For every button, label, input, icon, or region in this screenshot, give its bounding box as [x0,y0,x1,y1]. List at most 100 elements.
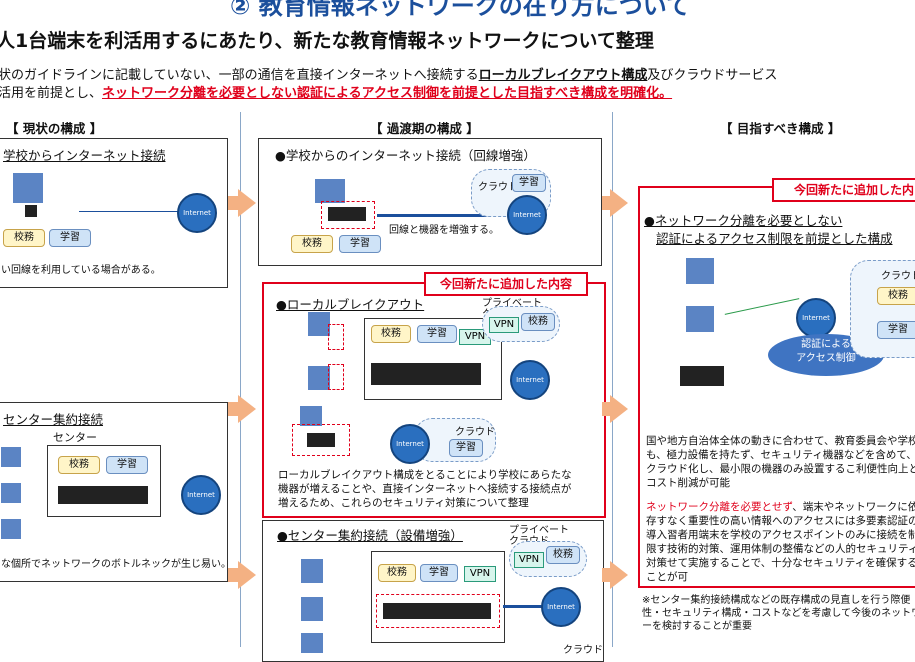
cloud-label: クラウド [478,182,518,193]
gakushu-db: 学習 [49,229,91,247]
column-header-current: 【 現状の構成 】 [6,121,103,136]
internet-globe-icon: Internet [510,360,550,400]
private-cloud-shape: VPN 校務 [482,306,560,342]
arrow-right-icon [610,561,628,589]
network-line [377,214,503,217]
gakushu-db: 学習 [106,456,148,474]
description-line-1: 状のガイドラインに記載していない、一部の通信を直接インターネットへ接続するローカ… [0,64,777,83]
center-label: センター [53,431,97,444]
red-emphasis: ネットワーク分離を必要とせず [646,501,793,513]
column-divider [612,112,613,647]
school-building-icon [301,633,323,653]
arrow-right [228,402,238,416]
box-heading: ●ローカルブレイクアウト [276,297,425,312]
internet-globe-icon: Internet [796,298,836,338]
koumu-db: 校務 [521,313,555,331]
school-building-icon [300,406,322,426]
school-building-icon [1,519,21,539]
breakout-device-box [292,424,350,456]
arrow-right [228,568,238,582]
koumu-db: 校務 [877,287,915,305]
arrow-right-icon [610,395,628,423]
arrow-right-icon [238,189,256,217]
current-school-direct-box: 学校からインターネット接続 校務 学習 Internet い回線を利用している場… [0,138,228,288]
koumu-db: 校務 [371,325,411,343]
internet-globe-icon: Internet [177,193,217,233]
box-heading: 学校からインターネット接続 [3,148,166,163]
vpn-badge: VPN [464,566,496,582]
koumu-db: 校務 [3,229,45,247]
desc-highlight: ネットワーク分離を必要としない認証によるアクセス制御を前提とした目指すべき構成を… [102,86,673,101]
box-heading: 認証によるアクセス制限を前提とした構成 [656,231,893,246]
center-facility: 校務 学習 VPN [364,318,502,400]
gakushu-db: 学習 [339,235,381,253]
koumu-db: 校務 [291,235,333,253]
arrow-right [228,196,238,210]
column-divider [240,112,241,647]
school-building-icon [308,312,330,336]
box-text: 国や地方自治体全体の動きに合わせて、教育委員会や学校も、極力設備を持たず、セキュ… [646,435,915,489]
center-facility: 校務 学習 VPN [371,551,505,643]
private-cloud-shape: VPN 校務 [509,541,587,577]
gakushu-db: 学習 [449,439,483,457]
target-config-box: 今回新たに追加した内 ●ネットワーク分離を必要としない 認証によるアクセス制限を… [638,178,915,588]
box-text: ローカルブレイクアウト構成をとることにより学校にあらたな機器が増えることや、直接… [278,469,572,509]
cloud-label: クラウド [455,427,495,438]
column-header-target: 【 目指すべき構成 】 [720,121,841,136]
desc-text: 及びクラウドサービス [647,68,778,83]
vpn-badge: VPN [514,552,544,568]
arrow-right [602,402,610,416]
local-breakout-box: 今回新たに追加した内容 ●ローカルブレイクアウト プライベート クラウド 校務 … [262,272,606,518]
user-terminal-icon [680,366,724,386]
network-line [79,211,179,212]
desc-emphasis: ローカルブレイクアウト構成 [478,68,648,83]
school-building-icon [301,559,323,583]
page-title: ② 教育情報ネットワークの在り方について [230,0,690,20]
internet-globe-icon: Internet [541,587,581,627]
network-line [724,298,800,315]
description-line-2: 活用を前提とし、ネットワーク分離を必要としない認証によるアクセス制御を前提とした… [0,82,672,101]
school-building-icon [1,447,21,467]
breakout-device-box [328,324,344,350]
column-header-transition: 【 過渡期の構成 】 [370,121,479,136]
vpn-badge: VPN [489,317,519,333]
school-building-icon [315,179,345,203]
network-device-icon [371,363,481,385]
internet-globe-icon: Internet [507,195,547,235]
school-building-icon [686,258,714,284]
school-building-icon [686,306,714,332]
network-device-icon [58,486,148,504]
koumu-db: 校務 [546,546,580,564]
gakushu-db: 学習 [417,325,457,343]
school-building-icon [301,597,323,621]
network-device-icon [328,207,366,221]
internet-globe-icon: Internet [181,475,221,515]
transition-center-box: ●センター集約接続（設備増強） プライベート クラウド VPN 校務 校務 学習… [262,520,604,662]
vpn-badge: VPN [459,329,491,345]
network-line [503,605,543,608]
gakushu-db: 学習 [512,174,546,192]
center-facility: 校務 学習 [47,445,161,517]
gakushu-db: 学習 [420,564,458,582]
breakout-device-box [328,364,344,390]
school-building-icon [308,366,330,390]
upgraded-device-box [376,594,500,628]
school-building-icon [1,483,21,503]
box-note: 回線と機器を増強する。 [389,225,499,236]
arrow-right [602,568,610,582]
target-note: ※センター集約接続構成などの既存構成の見直しを行う際便性・セキュリティ構成・コス… [642,595,915,632]
cloud-shape: クラウド 校務 学習 [850,260,915,358]
box-heading: ●ネットワーク分離を必要としない [644,213,843,228]
box-text-2: ネットワーク分離を必要とせず、端末やネットワークに依存すなく重要性の高い情報への… [646,500,915,584]
box-note: な個所でネットワークのボトルネックが生じ易い。 [1,559,231,570]
gakushu-db: 学習 [877,321,915,339]
new-content-label: 今回新たに追加した内容 [424,272,588,296]
desc-text: 活用を前提とし、 [0,86,103,101]
text-body: 、端末やネットワークに依存すなく重要性の高い情報へのアクセスには多要素認証の導入… [646,501,915,583]
page-subtitle: 人1台端末を利活用するにあたり、新たな教育情報ネットワークについて整理 [0,30,654,52]
desc-text: 状のガイドラインに記載していない、一部の通信を直接インターネットへ接続する [0,68,479,83]
upgraded-device-box [321,201,375,229]
box-heading: ●学校からのインターネット接続（回線増強） [275,148,536,163]
cloud-label: クラウド [881,271,915,282]
router-icon [25,205,37,217]
